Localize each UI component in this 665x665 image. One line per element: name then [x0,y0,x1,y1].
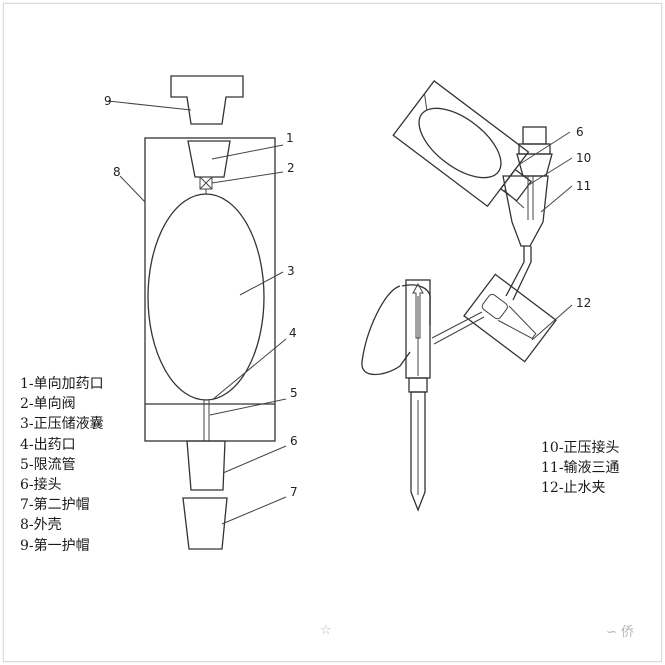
outer-housing [144,137,276,442]
valve-cross [199,176,213,190]
right-legend: 10-正压接头 11-输液三通 12-止水夹 [541,438,620,499]
legend-item-2: 2-单向阀 [20,396,76,413]
legend-item-11: 11-输液三通 [541,460,620,477]
legend-item-10: 10-正压接头 [541,440,620,456]
reservoir-bag [147,193,265,401]
infusion-bag [361,285,411,376]
callout-7: 7 [290,485,298,499]
callout-3: 3 [287,264,295,278]
callout-1: 1 [286,131,294,145]
callout-6: 6 [290,434,298,448]
three-way-tee [502,175,549,247]
image-frame [3,3,662,662]
watermark-star-icon: ☆ [320,623,332,638]
legend-item-3: 3-正压储液囊 [20,416,104,433]
legend-item-6: 6-接头 [20,476,62,493]
callout-11: 11 [576,179,591,193]
callout-9: 9 [104,94,112,108]
callout-4: 4 [289,326,297,340]
watermark-text: 侨 [621,625,635,640]
callout-12: 12 [576,296,591,310]
legend-item-7: 7-第二护帽 [20,497,90,514]
callout-5: 5 [290,386,298,400]
legend-item-8: 8-外壳 [20,517,62,534]
legend-item-1: 1-单向加药口 [20,376,104,392]
watermark-swirl-icon: ∽ [606,625,617,640]
legend-item-4: 4-出药口 [20,436,76,453]
callout-6-right: 6 [576,125,584,139]
watermark-logo: ∽ 侨 [606,621,634,640]
left-legend: 1-单向加药口 2-单向阀 3-正压储液囊 4-出药口 5-限流管 6-接头 7… [20,374,104,556]
pressure-connector-cap [522,126,547,145]
legend-item-5: 5-限流管 [20,456,76,473]
first-cap [170,75,244,125]
left-figure: 9 1 2 3 4 5 6 7 8 [104,75,298,550]
callout-2: 2 [287,161,295,175]
connector [186,440,226,491]
second-cap [182,497,228,550]
right-figure: 6 10 11 12 [361,80,591,512]
callout-10: 10 [576,151,591,165]
pressure-connector [516,153,553,177]
legend-item-9: 9-第一护帽 [20,537,90,554]
tilted-device [392,80,533,208]
legend-item-12: 12-止水夹 [541,480,606,497]
callout-8: 8 [113,165,121,179]
spike-needle [410,391,426,512]
dosing-port [187,140,231,178]
water-stop-clamp [463,273,557,363]
